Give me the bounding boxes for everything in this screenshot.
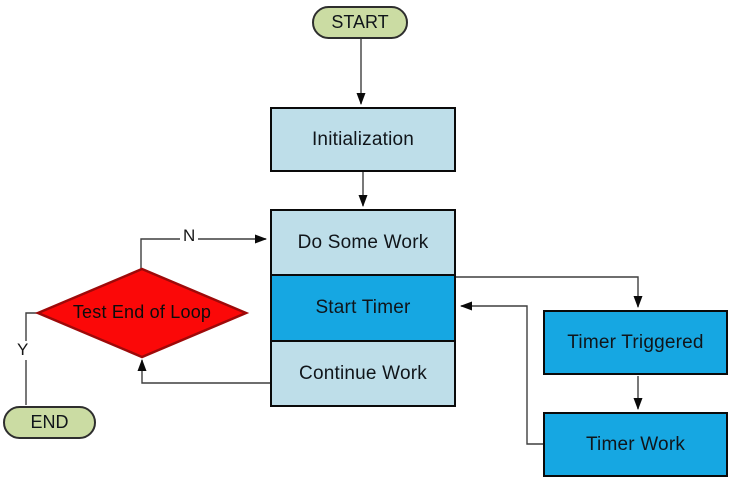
edge-label-no: N <box>180 226 199 246</box>
node-test-end-of-loop-label: Test End of Loop <box>72 302 212 322</box>
node-end: END <box>3 406 96 439</box>
node-continue-work: Continue Work <box>270 340 456 407</box>
node-timer-work: Timer Work <box>543 412 728 477</box>
edge-test-end-of-loop-no-to-do-some-work <box>140 234 267 269</box>
edge-label-yes: Y <box>14 340 32 360</box>
node-do-some-work: Do Some Work <box>270 209 456 276</box>
node-timer-triggered: Timer Triggered <box>543 310 728 375</box>
node-start-timer: Start Timer <box>270 274 456 342</box>
test-end-of-loop-diamond <box>34 267 250 359</box>
edge-test-end-of-loop-yes-to-end <box>25 312 38 405</box>
node-initialization: Initialization <box>270 107 456 172</box>
edge-timer-work-to-start-timer <box>460 301 543 445</box>
edge-start-timer-to-timer-triggered <box>456 276 643 308</box>
edge-continue-work-to-test-end-of-loop <box>137 359 270 384</box>
node-start: START <box>312 6 408 39</box>
